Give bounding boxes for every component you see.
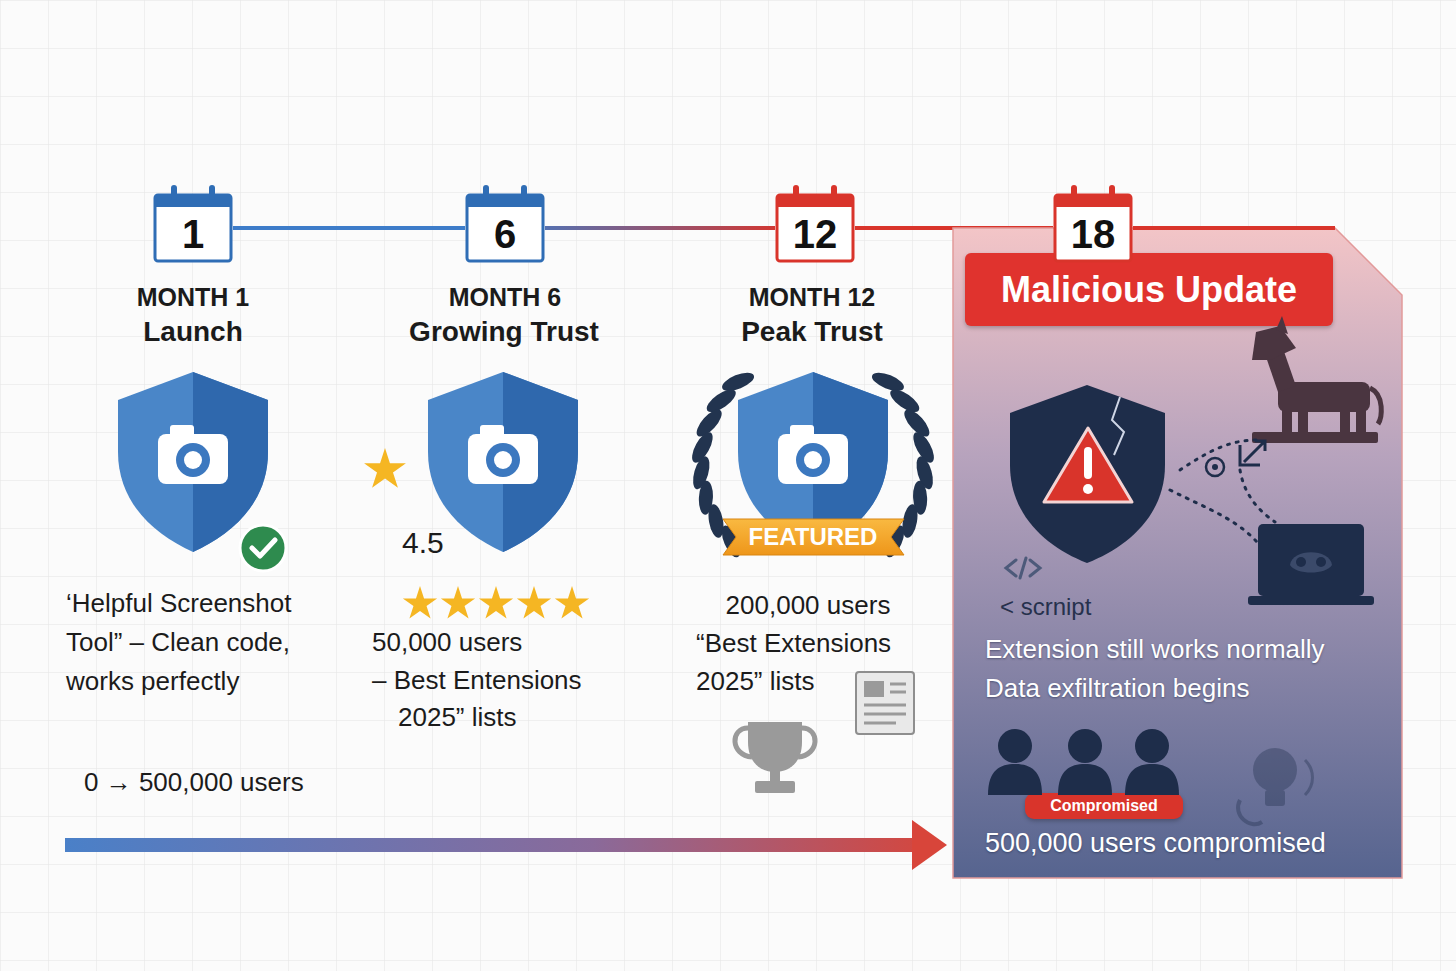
featured-ribbon: FEATURED: [723, 519, 904, 555]
label-text: MONTH 1: [63, 279, 323, 315]
calendar-icon: 6: [465, 193, 545, 263]
export-icon: [1240, 441, 1265, 465]
growth-arrow: [65, 820, 947, 870]
label-text: 0 → 500,000 users: [84, 764, 404, 802]
faded-lock-icon: [1238, 748, 1312, 824]
panel-text: Data exfiltration begins: [985, 673, 1249, 704]
label-text: 4.5: [402, 521, 482, 565]
month-number: 1: [153, 193, 233, 262]
calendar-icon: 1: [153, 193, 233, 263]
star-icon: [364, 448, 406, 488]
laptop-icon: [1248, 524, 1374, 605]
label-text: 50,000 users: [372, 624, 612, 662]
panel-text: Extension still works normally: [985, 634, 1325, 665]
label-text: Peak Trust: [682, 312, 942, 353]
alert-badge: Malicious Update: [965, 253, 1333, 326]
month-number: 6: [465, 193, 545, 262]
label-text: MONTH 12: [682, 279, 942, 315]
people-icons: [988, 729, 1179, 795]
label-text: < scrnipt: [1000, 590, 1200, 625]
rating-stars: [403, 586, 589, 619]
label-text: MONTH 6: [375, 279, 635, 315]
badge-text: Compromised: [1050, 793, 1158, 819]
check-badge: [240, 525, 286, 571]
newspaper-icon: [856, 672, 914, 734]
broken-shield: [1010, 385, 1165, 563]
calendar-icon: 12: [775, 193, 855, 263]
shield-icon: [118, 372, 268, 552]
timeline-connector: [233, 226, 465, 230]
trophy-icon: [735, 722, 815, 793]
label-text: Launch: [63, 312, 323, 353]
shield-icon: [428, 372, 578, 552]
alert-badge: Compromised: [1025, 793, 1183, 819]
label-text: “Best Extensions 2025” lists: [696, 624, 931, 700]
timeline-line: [1133, 226, 1335, 230]
signal-icon: [1206, 458, 1224, 476]
laurel: [688, 369, 938, 560]
panel-text: 500,000 users compromised: [985, 828, 1326, 859]
trojan-horse: [1252, 316, 1381, 443]
badge-text: FEATURED: [749, 519, 878, 555]
month-number: 12: [775, 193, 855, 262]
code-icon: [1006, 558, 1040, 578]
label-text: – Best Entensions 2025” lists: [372, 662, 637, 736]
label-text: 200,000 users: [678, 587, 938, 625]
label-text: ‘Helpful Screenshot Tool” – Clean code, …: [66, 584, 341, 701]
calendar-icon: 18: [1053, 193, 1133, 263]
label-text: Growing Trust: [364, 312, 644, 353]
month-number: 18: [1053, 193, 1133, 262]
timeline-connector: [545, 226, 775, 230]
badge-text: Malicious Update: [1001, 253, 1297, 326]
